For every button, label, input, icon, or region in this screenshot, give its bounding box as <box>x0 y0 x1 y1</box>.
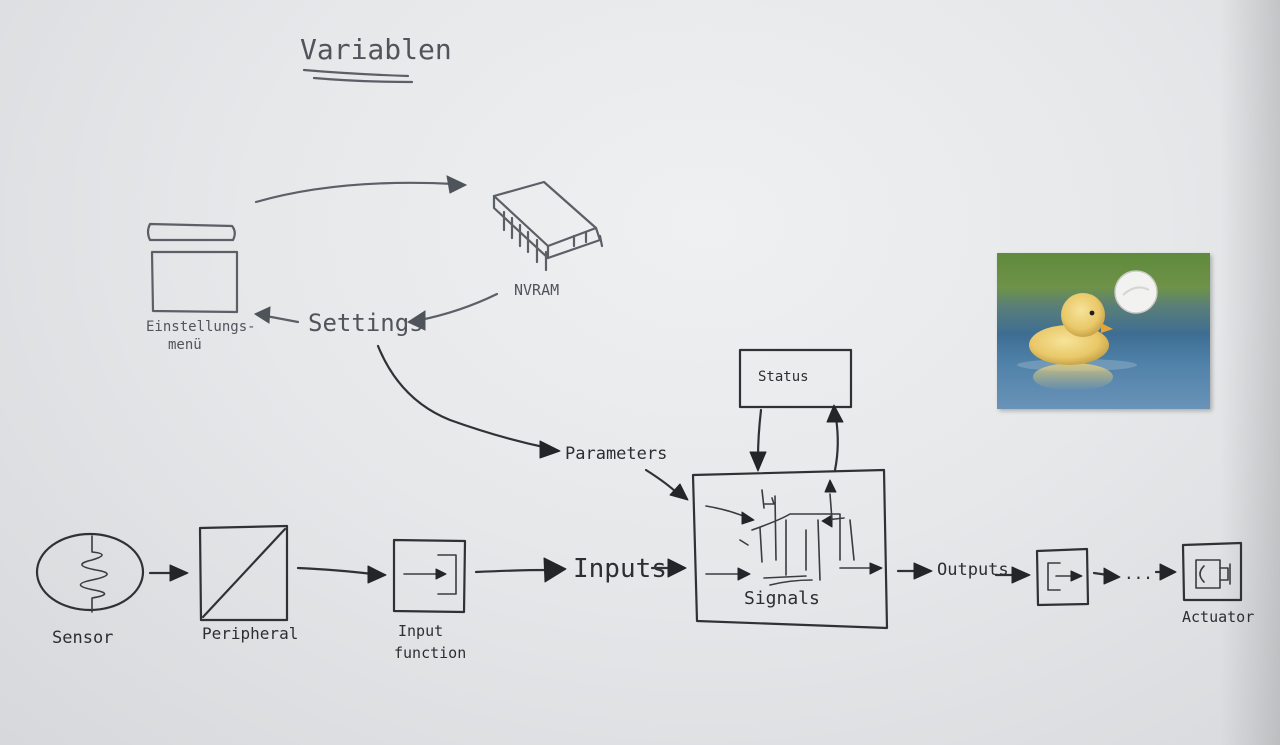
label-actuator: Actuator <box>1182 608 1255 626</box>
arrow-signals-to-outputs <box>896 562 933 580</box>
duck-reflection <box>1033 363 1113 391</box>
arrow-output-function-to-ellipsis <box>1092 567 1121 585</box>
arrow-parameters-to-signals <box>644 468 689 501</box>
arrow-input-function-to-inputs <box>474 557 567 583</box>
label-inputs: Inputs <box>573 554 667 584</box>
arrow-inputs-to-signals <box>650 558 687 578</box>
output-function-box <box>1035 547 1090 607</box>
magnet-highlight <box>1122 286 1150 296</box>
duck-head <box>1061 293 1105 337</box>
label-input-function-line1: Input <box>398 622 444 640</box>
arrow-outputs-to-output-function <box>994 566 1031 584</box>
title-underline <box>302 68 410 78</box>
label-input-function-line2: function <box>394 644 467 662</box>
label-signals: Signals <box>744 588 820 609</box>
diagram-title: Variablen <box>300 33 452 66</box>
input-function-box <box>392 538 467 614</box>
arrow-peripheral-to-input-function <box>296 565 387 584</box>
label-peripheral: Peripheral <box>202 624 299 643</box>
label-parameters: Parameters <box>565 444 668 464</box>
actuator-icon <box>1181 541 1243 602</box>
arrow-ellipsis-to-actuator <box>1154 563 1177 581</box>
label-status: Status <box>758 369 809 385</box>
label-einstellungsmenu-line1: Einstellungs- <box>146 319 256 335</box>
arrow-nvram-to-settings <box>406 292 499 331</box>
arrow-settings-to-parameters <box>376 344 561 459</box>
arrow-signals-to-status <box>826 404 844 472</box>
title-underline-2 <box>312 76 414 84</box>
duckling-photo <box>997 253 1210 409</box>
duck-beak <box>1101 323 1113 333</box>
arrow-status-to-signals <box>749 408 767 472</box>
arrow-sensor-to-peripheral <box>148 564 189 582</box>
nvram-chip-icon <box>492 180 604 272</box>
label-einstellungsmenu-line2: menü <box>168 337 202 353</box>
arrow-menu-to-nvram <box>254 175 468 204</box>
signals-box <box>691 468 889 630</box>
label-sensor: Sensor <box>52 628 114 648</box>
label-outputs: Outputs <box>937 560 1009 580</box>
status-box <box>738 348 853 409</box>
peripheral-box <box>198 524 289 622</box>
sensor-icon <box>35 532 145 613</box>
duck-eye <box>1089 310 1095 316</box>
duckling-photo-art <box>1017 270 1158 391</box>
label-nvram: NVRAM <box>514 281 560 299</box>
label-ellipsis: ... <box>1124 564 1153 583</box>
arrow-settings-to-menu <box>253 306 300 324</box>
magnet-icon <box>1114 270 1158 314</box>
settings-menu-icon <box>146 222 239 314</box>
signals-internal-lines <box>705 479 883 586</box>
label-settings: Settings <box>308 309 424 337</box>
